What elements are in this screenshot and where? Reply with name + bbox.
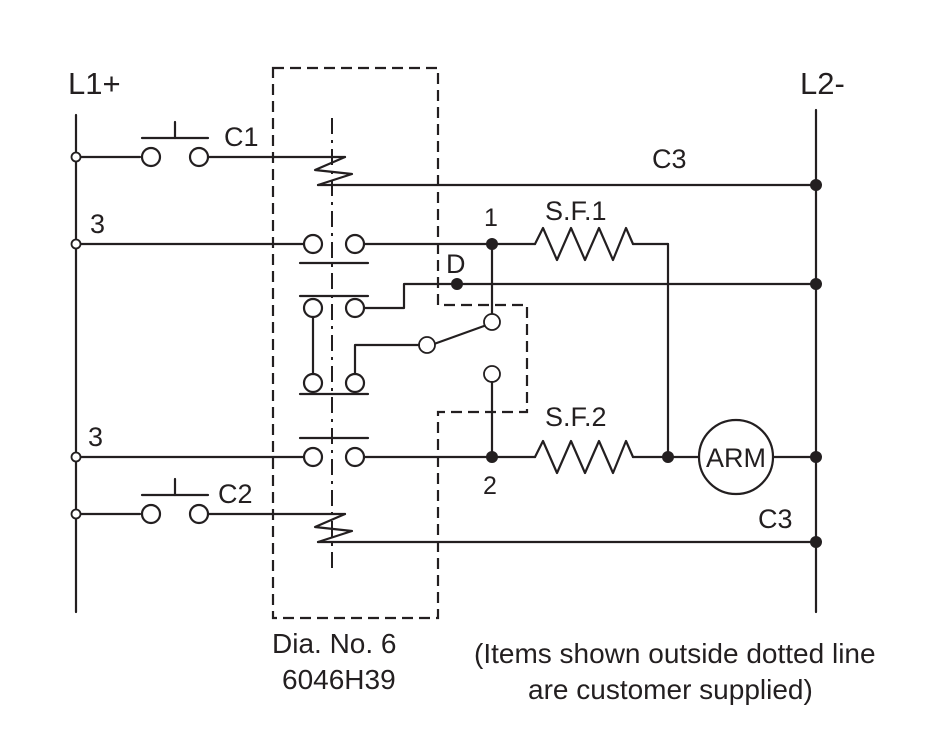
label-wire-3-top: 3 bbox=[90, 209, 105, 239]
label-armature: ARM bbox=[706, 443, 766, 473]
label-l2: L2- bbox=[800, 66, 845, 101]
part-number: 6046H39 bbox=[282, 664, 396, 695]
label-c2: C2 bbox=[218, 479, 253, 509]
label-node-1: 1 bbox=[484, 204, 498, 232]
label-c3-top: C3 bbox=[652, 144, 687, 174]
diagram-number: Dia. No. 6 bbox=[272, 628, 397, 659]
note-line-2: are customer supplied) bbox=[528, 674, 813, 705]
label-c1: C1 bbox=[224, 122, 259, 152]
label-wire-3-bottom: 3 bbox=[88, 422, 103, 452]
c1-circuit bbox=[74, 120, 822, 191]
note-line-1: (Items shown outside dotted line bbox=[474, 638, 876, 669]
row-d bbox=[298, 278, 822, 319]
label-node-2: 2 bbox=[483, 472, 497, 500]
l1-terminals bbox=[70, 151, 82, 520]
label-sf1: S.F.1 bbox=[545, 196, 607, 226]
row-3-bottom bbox=[74, 418, 822, 496]
supplied-boundary bbox=[271, 66, 529, 620]
row-3-top bbox=[74, 226, 670, 459]
label-sf2: S.F.2 bbox=[545, 402, 607, 432]
label-node-d: D bbox=[446, 249, 466, 279]
label-l1: L1+ bbox=[68, 66, 121, 101]
transfer-switch bbox=[298, 242, 501, 459]
c2-circuit bbox=[74, 477, 822, 548]
label-c3-bottom: C3 bbox=[758, 504, 793, 534]
